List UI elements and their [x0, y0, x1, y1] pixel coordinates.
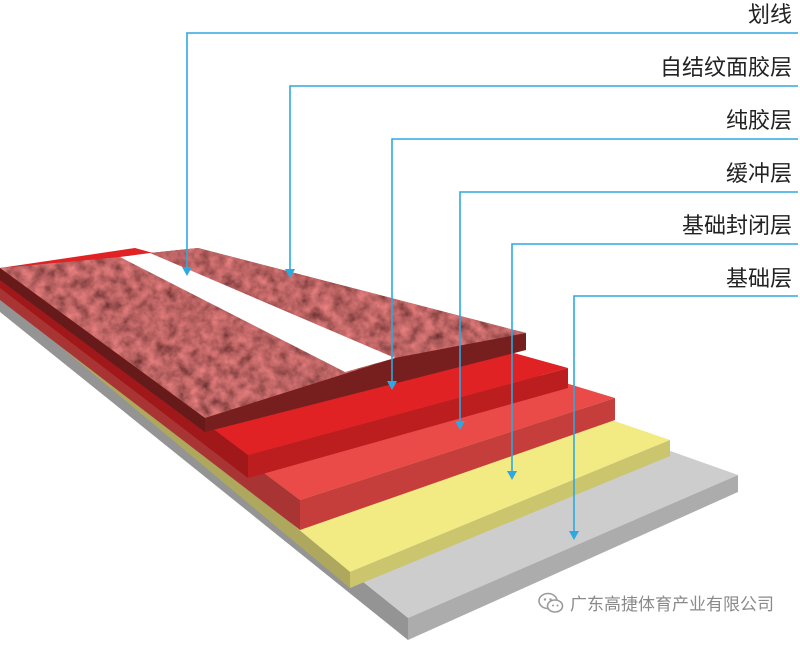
leader-lines — [182, 32, 798, 540]
leader-textured — [289, 85, 798, 270]
layer-pure-glue-end — [248, 368, 568, 478]
layer-base-end — [408, 475, 738, 640]
label-marking: 划线 — [747, 3, 792, 28]
label-sealing-layer: 基础封闭层 — [681, 214, 792, 239]
label-base-layer: 基础层 — [725, 267, 792, 292]
watermark: 广东高捷体育产业有限公司 — [538, 590, 774, 615]
layer-textured-side — [0, 268, 205, 432]
label-textured-layer: 自结纹面胶层 — [659, 56, 792, 81]
leader-base-arrow — [569, 531, 579, 540]
marking-line — [120, 253, 395, 372]
leader-sealing — [511, 243, 798, 472]
layer-textured — [0, 248, 526, 432]
layer-textured-grain — [0, 257, 395, 418]
leader-base — [573, 295, 798, 532]
layer-buffer-end — [300, 398, 615, 530]
leader-pure-glue — [391, 138, 798, 382]
leader-buffer — [459, 191, 798, 422]
wechat-icon — [538, 592, 564, 613]
layer-textured-end — [205, 333, 526, 432]
layer-sealing-end — [350, 440, 670, 588]
leader-marking — [186, 32, 798, 268]
label-buffer-layer: 缓冲层 — [725, 162, 792, 187]
leader-sealing-arrow — [507, 471, 517, 480]
layer-textured-grain-right — [150, 248, 526, 358]
leader-buffer-arrow — [455, 421, 465, 430]
leader-marking-arrow — [182, 267, 192, 276]
label-pure-glue-layer: 纯胶层 — [725, 109, 792, 134]
watermark-text: 广东高捷体育产业有限公司 — [570, 595, 774, 615]
leader-pure-glue-arrow — [387, 381, 397, 390]
leader-textured-arrow — [285, 269, 295, 278]
